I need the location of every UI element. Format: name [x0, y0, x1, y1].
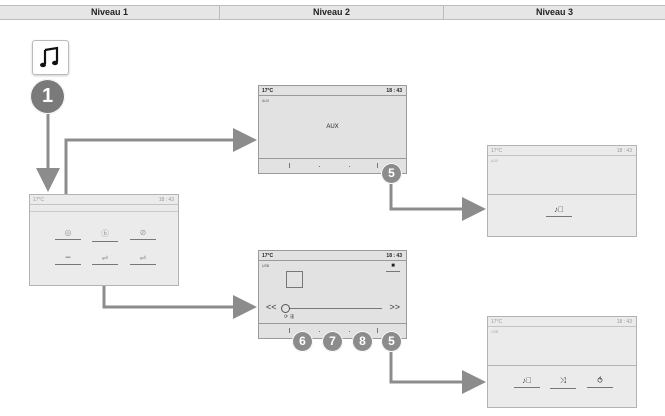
- shuffle-button[interactable]: ⤨: [550, 376, 576, 389]
- bluetooth-icon: ⓑ: [101, 229, 109, 238]
- source-label: USB: [491, 330, 499, 334]
- bluetooth-source-button[interactable]: ⓑ: [92, 228, 118, 242]
- audio-settings-button[interactable]: ♪⃥: [546, 205, 572, 217]
- clock: 18 : 43: [616, 319, 632, 325]
- progress-knob[interactable]: [281, 304, 290, 313]
- progress-bar[interactable]: [283, 308, 382, 309]
- audio-settings-icon: ♪⃥: [522, 376, 532, 385]
- level1-source-menu-screen: 17°C 18 : 43 ◎ ⓑ ⊘ ━ ⇌ ⇌: [29, 194, 179, 286]
- clock: 18 : 43: [158, 197, 174, 203]
- usb-icon: ⇌: [139, 253, 147, 262]
- music-source-button[interactable]: [32, 40, 69, 75]
- aux-source-button[interactable]: ━: [55, 253, 81, 265]
- usb2-source-button[interactable]: ⇌: [130, 253, 156, 265]
- clock: 18 : 43: [386, 88, 402, 94]
- temperature: 17°C: [491, 319, 503, 325]
- aux-settings-screen: 17°C 18 : 43 AUX ♪⃥: [487, 145, 637, 237]
- callout-8: 8: [352, 331, 373, 352]
- source-label: USB: [262, 264, 270, 268]
- previous-track-button[interactable]: <<: [266, 302, 277, 312]
- shuffle-icon: ⇶: [289, 314, 294, 320]
- repeat-shuffle-indicators: ⟳ ⇶: [284, 314, 294, 320]
- cd-source-button[interactable]: ⊘: [130, 228, 156, 240]
- temperature: 17°C: [33, 197, 45, 203]
- aux-screen: 17°C 18 : 43 AUX AUX: [258, 85, 407, 174]
- callout-5-aux: 5: [381, 163, 402, 184]
- temperature: 17°C: [262, 253, 274, 259]
- disc-icon: ⊘: [139, 228, 147, 237]
- repeat-button[interactable]: ⥀: [587, 376, 613, 388]
- level-2-header: Niveau 2: [220, 6, 444, 19]
- usb-source-button[interactable]: ⇌: [92, 253, 118, 265]
- source-label: AUX: [491, 159, 499, 163]
- usb-screen: 17°C 18 : 43 USB ■ << >> ⟳ ⇶: [258, 250, 407, 339]
- temperature: 17°C: [491, 148, 503, 154]
- next-track-button[interactable]: >>: [389, 302, 400, 312]
- audio-settings-button[interactable]: ♪⃥: [514, 376, 540, 388]
- usb-settings-screen: 17°C 18 : 43 USB ♪⃥ ⤨ ⥀: [487, 316, 637, 408]
- level-1-header: Niveau 1: [0, 6, 220, 19]
- clock: 18 : 43: [616, 148, 632, 154]
- aux-center-label: AUX: [326, 124, 339, 130]
- repeat-icon: ⟳: [284, 314, 289, 320]
- rewind-icon: <<: [266, 302, 277, 312]
- radio-source-button[interactable]: ◎: [55, 228, 81, 240]
- aux-bottom-bar: [259, 158, 406, 173]
- usb-bottom-bar: [259, 323, 406, 338]
- audio-settings-icon: ♪⃥: [554, 205, 564, 214]
- callout-1: 1: [30, 79, 65, 114]
- list-icon: ■: [391, 263, 395, 269]
- usb-icon: ⇌: [101, 253, 109, 262]
- source-label: AUX: [262, 99, 270, 103]
- music-note-icon: [40, 46, 59, 68]
- clock: 18 : 43: [386, 253, 402, 259]
- temperature: 17°C: [262, 88, 274, 94]
- aux-jack-icon: ━: [65, 253, 71, 262]
- callout-5-usb: 5: [381, 331, 402, 352]
- list-button[interactable]: ■: [386, 263, 400, 272]
- level-header: Niveau 1 Niveau 2 Niveau 3: [0, 5, 665, 20]
- callout-6: 6: [292, 331, 313, 352]
- level-3-header: Niveau 3: [535, 7, 574, 17]
- forward-icon: >>: [389, 302, 400, 312]
- callout-7: 7: [322, 331, 343, 352]
- radio-icon: ◎: [64, 228, 72, 237]
- repeat-icon: ⥀: [597, 376, 603, 385]
- shuffle-icon: ⤨: [559, 376, 567, 385]
- album-art: [286, 271, 303, 288]
